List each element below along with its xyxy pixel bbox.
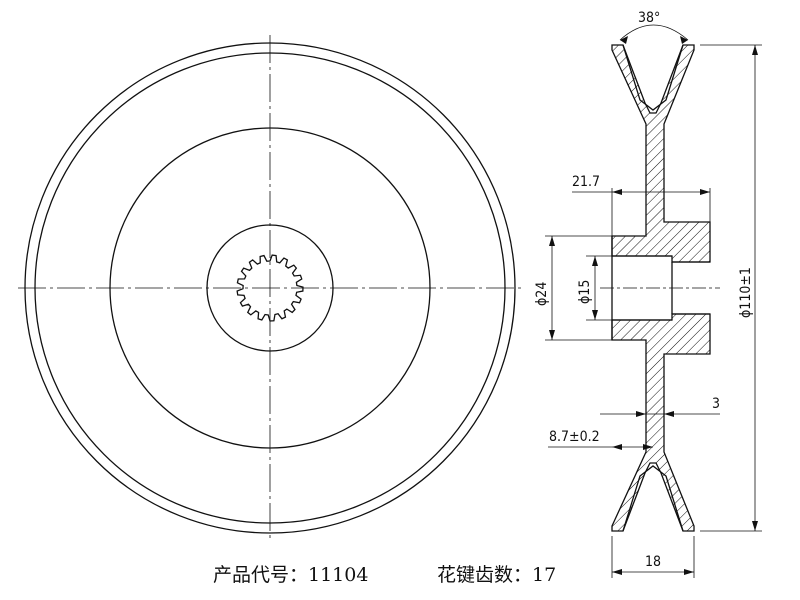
section-bottom-half <box>611 313 711 532</box>
groove-offset-label: 8.7±0.2 <box>549 429 600 445</box>
total-width-label: 18 <box>645 554 661 570</box>
section-top-half <box>611 44 711 263</box>
web-thickness-label: 3 <box>712 396 720 412</box>
section-view: 38° 21.7 3 8.7±0.2 18 ϕ24 ϕ15 ϕ110±1 <box>534 10 762 578</box>
angle-label: 38° <box>638 10 660 26</box>
hub-width-label: 21.7 <box>572 174 600 190</box>
hub-diameter-label: ϕ24 <box>534 282 550 306</box>
bore-diameter-label: ϕ15 <box>577 280 593 304</box>
outer-diameter-label: ϕ110±1 <box>738 267 754 318</box>
spline-teeth-caption: 花键齿数：17 <box>437 564 557 586</box>
product-code-caption: 产品代号：11104 <box>213 564 369 586</box>
front-view <box>18 35 522 542</box>
